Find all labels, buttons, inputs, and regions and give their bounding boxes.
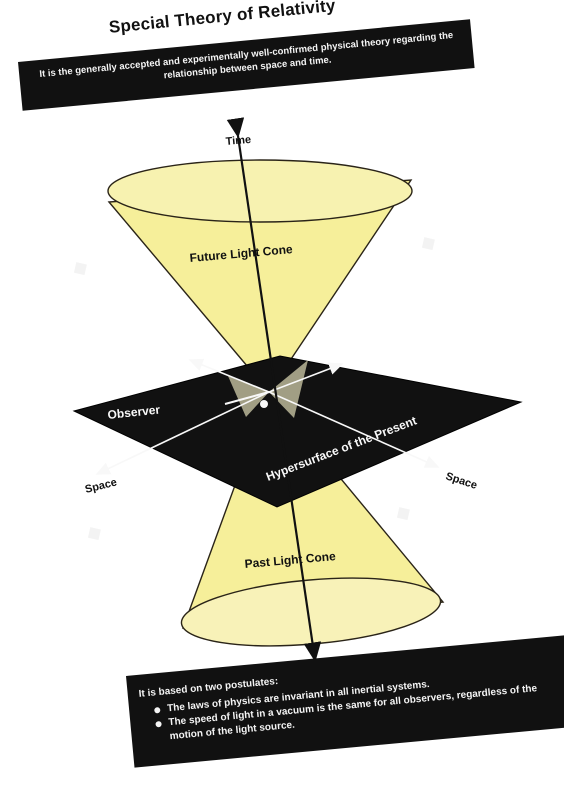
future-light-cone [108,160,412,392]
future-cone-top [108,160,412,222]
space-right-label: Space [444,470,479,491]
observer-point [260,400,268,408]
bullet-icon [154,707,161,714]
time-axis-label: Time [225,134,251,148]
space-left-label: Space [84,476,118,495]
bullet-icon [155,721,162,728]
